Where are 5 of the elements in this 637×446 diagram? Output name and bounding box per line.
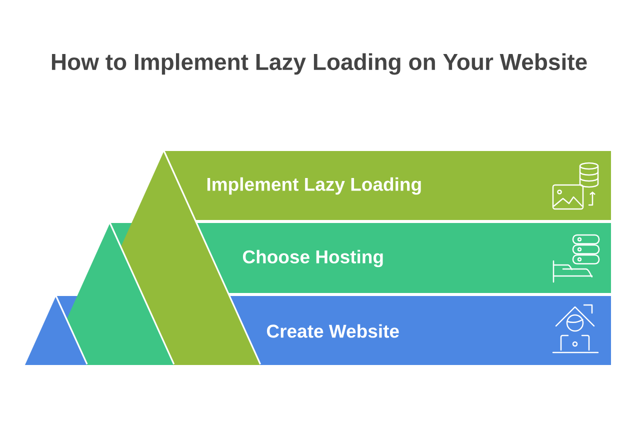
node-label: Choose Hosting	[242, 250, 383, 268]
node-label: Implement Lazy Loading	[207, 177, 421, 195]
title: How to Implement Lazy Loading on Your Website	[52, 53, 587, 75]
node-label: Create Website	[266, 324, 399, 338]
level-band: Implement Lazy Loading	[164, 151, 611, 220]
